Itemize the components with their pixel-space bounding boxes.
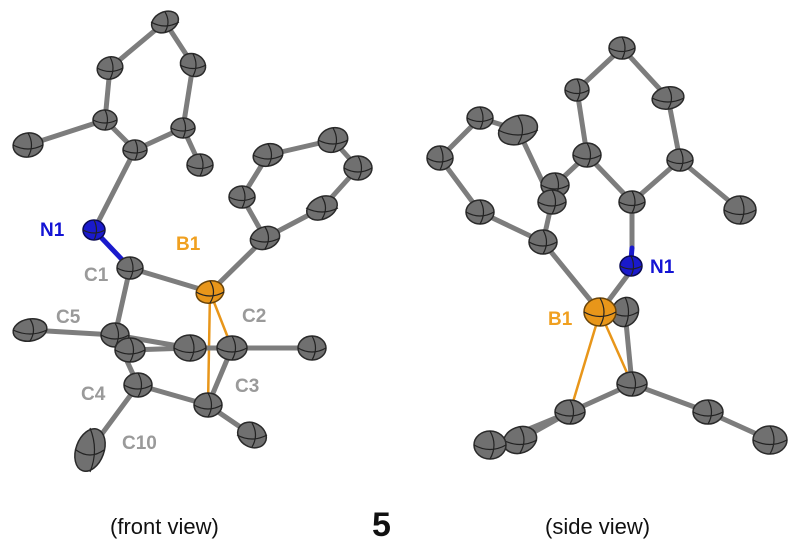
carbon-atom	[723, 195, 757, 225]
carbon-atom	[305, 195, 339, 221]
label-b1: B1	[176, 234, 201, 255]
carbon-atom	[651, 86, 685, 110]
carbon-atom-c3	[193, 392, 223, 418]
label-c2: C2	[242, 306, 266, 327]
carbon-atom	[92, 109, 118, 131]
carbon-atom	[608, 36, 636, 60]
label-c4: C4	[81, 384, 106, 405]
carbon-atom	[12, 318, 48, 342]
carbon-atom-c10	[74, 427, 106, 473]
carbon-atom	[343, 155, 373, 181]
nitrogen-atom-n1	[82, 219, 106, 241]
side-view-caption: (side view)	[545, 514, 651, 539]
carbon-atom	[150, 10, 180, 34]
carbon-atom	[752, 425, 788, 455]
carbon-atom	[554, 399, 586, 425]
compound-number: 5	[372, 506, 391, 544]
front-view-atom-labels: N1 B1 C1 C2 C3 C4 C5 C10	[40, 220, 266, 454]
carbon-atom	[572, 142, 602, 168]
carbon-atom	[692, 399, 724, 425]
carbon-atom	[96, 55, 124, 81]
carbon-atom	[249, 225, 281, 251]
carbon-atom	[170, 117, 196, 139]
carbon-atom	[618, 190, 646, 214]
carbon-atom	[297, 335, 327, 361]
carbon-atom	[179, 52, 207, 78]
carbon-atom	[497, 114, 539, 146]
front-view-structure: N1 B1 C1 C2 C3 C4 C5 C10	[12, 10, 373, 473]
carbon-atom	[466, 106, 494, 130]
side-view-structure: B1 N1	[426, 36, 788, 460]
carbon-atom	[564, 78, 590, 102]
label-n1: N1	[650, 257, 675, 278]
label-c3: C3	[235, 376, 259, 397]
boron-atom-b1	[195, 280, 225, 304]
label-b1: B1	[548, 309, 573, 330]
carbon-atom	[666, 148, 694, 172]
carbon-atom	[252, 142, 284, 168]
carbon-atom	[537, 189, 567, 215]
side-view-atom-labels: B1 N1	[548, 257, 675, 330]
carbon-atom-c1	[116, 256, 144, 280]
side-view-atoms	[426, 36, 788, 460]
label-c1: C1	[84, 265, 109, 286]
front-view-caption: (front view)	[110, 514, 219, 539]
carbon-atom	[465, 199, 495, 225]
carbon-atom-c4	[123, 372, 153, 398]
nitrogen-atom-n1	[619, 255, 643, 277]
carbon-atom	[426, 145, 454, 171]
label-c10: C10	[122, 433, 157, 454]
carbon-atom	[122, 139, 148, 161]
label-c5: C5	[56, 307, 81, 328]
carbon-atom	[236, 421, 268, 449]
boron-atom-b1	[583, 297, 617, 327]
label-n1: N1	[40, 220, 65, 241]
carbon-atom	[317, 126, 349, 154]
carbon-atom	[114, 337, 146, 363]
carbon-atom	[473, 430, 507, 460]
carbon-atom	[186, 153, 214, 177]
front-view-atoms	[12, 10, 373, 473]
carbon-atom	[528, 229, 558, 255]
carbon-atom	[173, 334, 207, 362]
carbon-atom	[228, 185, 256, 209]
carbon-atom	[12, 132, 44, 158]
carbon-atom-c2	[216, 335, 248, 361]
side-view-bonds	[437, 45, 773, 448]
carbon-atom	[616, 371, 648, 397]
